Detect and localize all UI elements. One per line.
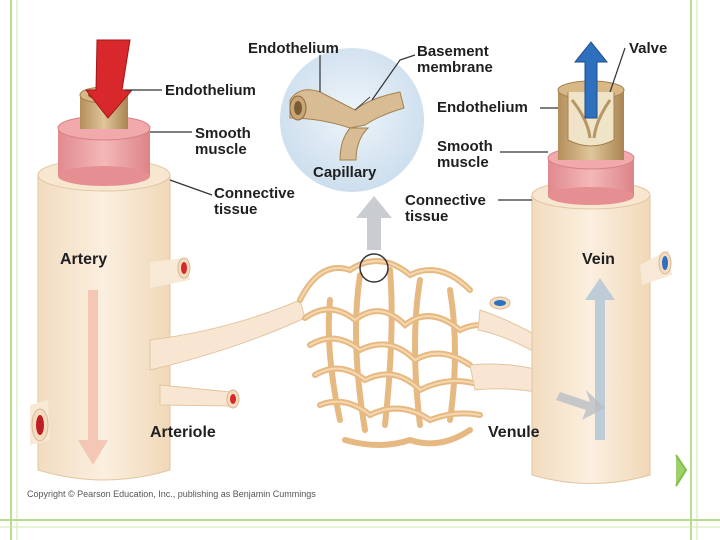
arteriole	[149, 299, 306, 409]
label-arteriole: Arteriole	[150, 424, 216, 441]
zoom-arrow-icon	[356, 196, 392, 250]
blood-flow-out-arrow-icon	[573, 41, 609, 119]
vein	[531, 41, 672, 484]
label-valve: Valve	[629, 40, 668, 57]
artery	[30, 39, 191, 481]
next-arrow-icon[interactable]	[675, 454, 688, 487]
copyright-notice: Copyright © Pearson Education, Inc., pub…	[27, 489, 316, 499]
label-smooth-muscle-vein: Smooth muscle	[437, 138, 493, 171]
label-connective-tissue-artery: Connective tissue	[214, 185, 295, 218]
label-endothelium-vein: Endothelium	[437, 99, 528, 116]
label-basement-membrane: Basement membrane	[417, 43, 493, 76]
label-artery: Artery	[60, 251, 108, 268]
label-connective-tissue-vein: Connective tissue	[405, 192, 486, 225]
label-endothelium-capillary: Endothelium	[248, 40, 339, 57]
leader-lines	[125, 47, 626, 201]
label-venule: Venule	[488, 424, 540, 441]
label-endothelium-artery: Endothelium	[165, 82, 256, 99]
label-capillary: Capillary	[313, 164, 377, 181]
label-smooth-muscle-artery: Smooth muscle	[195, 125, 251, 158]
capillary-zoom	[280, 48, 424, 192]
label-vein: Vein	[582, 251, 615, 268]
capillary-highlight-circle	[359, 253, 389, 283]
blood-flow-in-arrow-icon	[84, 39, 134, 119]
